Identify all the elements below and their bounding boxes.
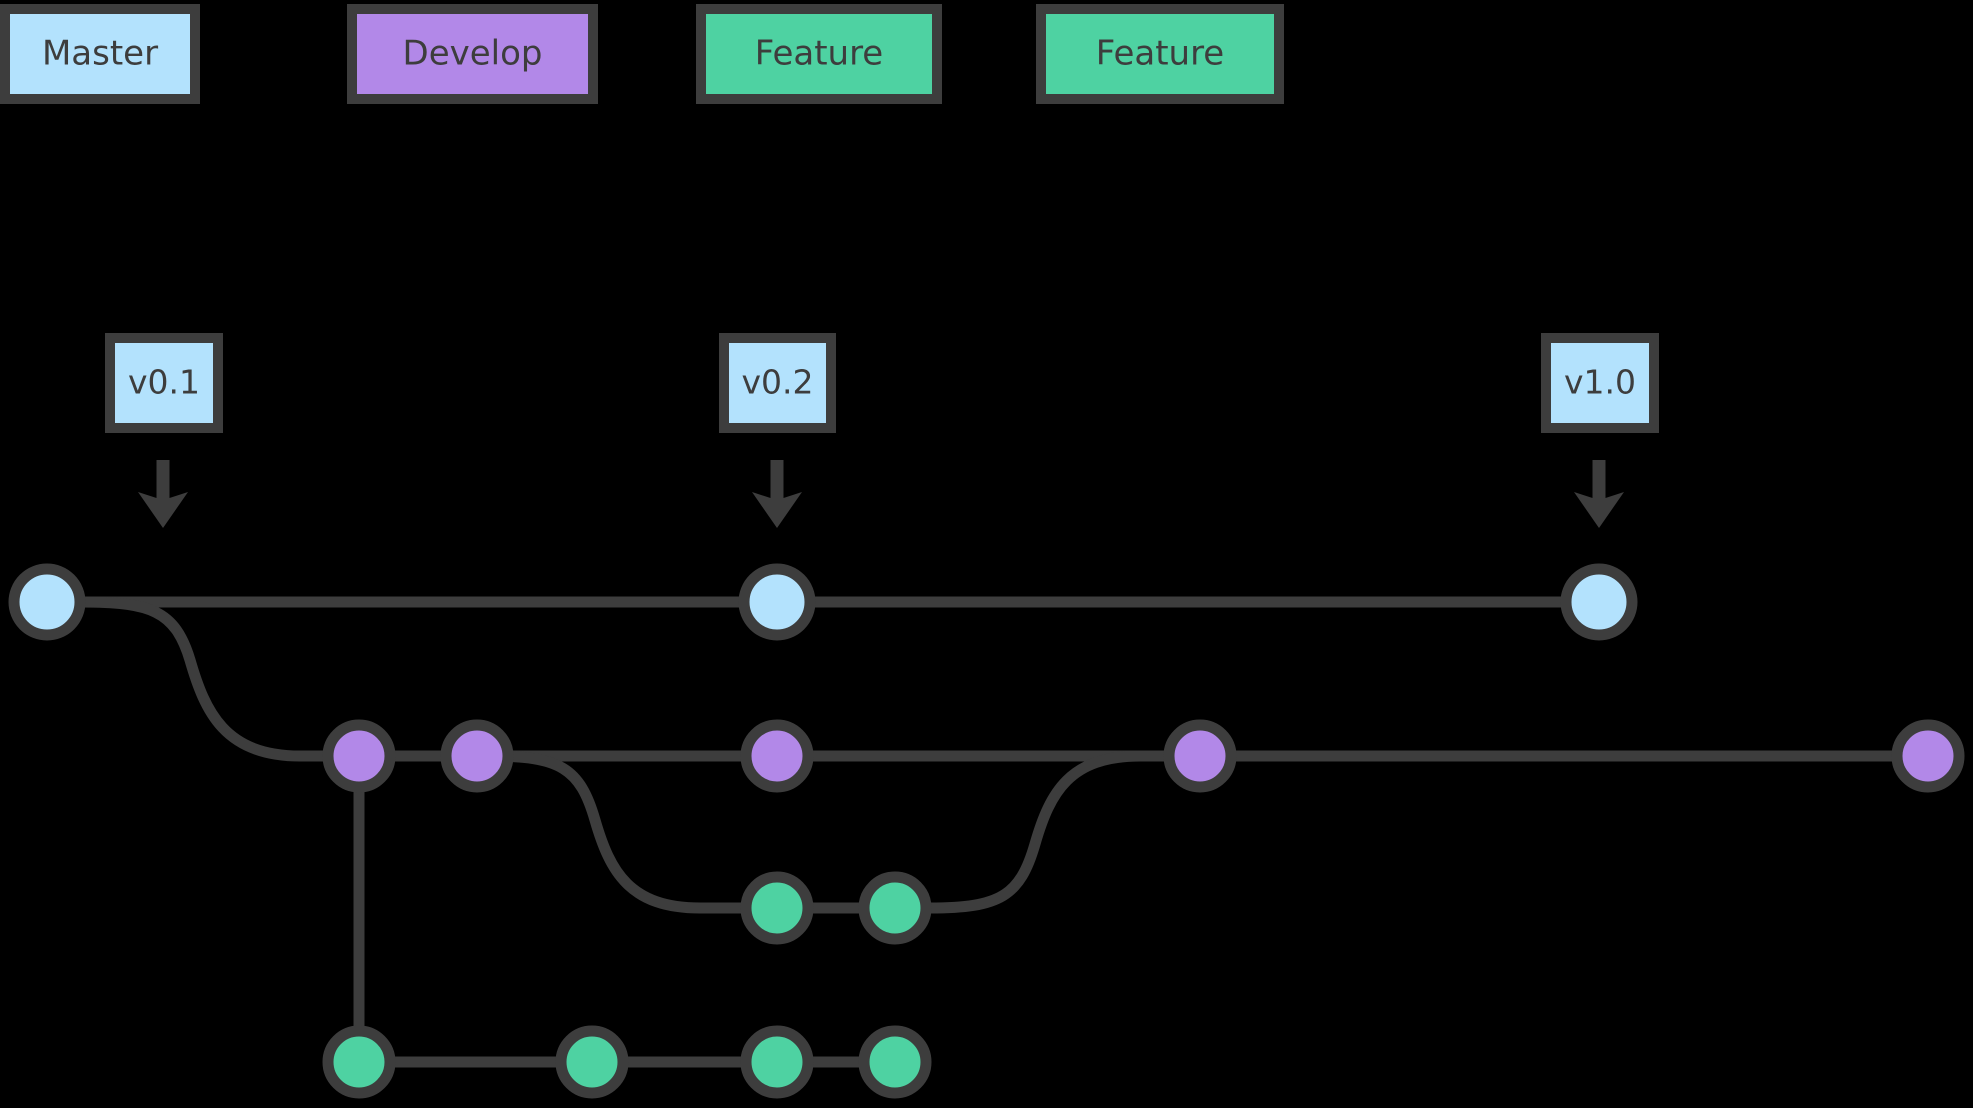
legend-item-feature-2[interactable]: Feature bbox=[696, 4, 942, 104]
branch-edges-layer bbox=[47, 596, 1928, 1068]
tag-label: v0.1 bbox=[128, 363, 200, 402]
legend-item-feature-3[interactable]: Feature bbox=[1036, 4, 1284, 104]
commit-node-d1[interactable] bbox=[322, 719, 396, 793]
tag-label: v0.2 bbox=[741, 363, 813, 402]
commit-node-d2[interactable] bbox=[440, 719, 514, 793]
commit-node-fu2[interactable] bbox=[858, 871, 932, 945]
commit-nodes-layer bbox=[8, 563, 1965, 1099]
tag-box bbox=[719, 333, 836, 433]
commit-node-fl2[interactable] bbox=[555, 1025, 629, 1099]
commit-node-fu1[interactable] bbox=[740, 871, 814, 945]
branch-edge-master-to-develop bbox=[79, 596, 301, 762]
legend-item-develop-1[interactable]: Develop bbox=[347, 4, 598, 104]
version-tags-layer: v0.1 v0.2 v1.0 bbox=[105, 333, 1659, 528]
branch-legend-layer: Master Develop Feature Feature bbox=[0, 4, 1284, 104]
commit-node-d3[interactable] bbox=[740, 719, 814, 793]
legend-label: Feature bbox=[1096, 34, 1224, 74]
commit-node-m2[interactable] bbox=[738, 563, 816, 641]
legend-label: Develop bbox=[403, 34, 543, 74]
legend-label: Feature bbox=[755, 34, 883, 74]
tag-arrow-down-icon bbox=[1574, 460, 1624, 528]
legend-item-master-0[interactable]: Master bbox=[0, 4, 200, 104]
tag-box bbox=[1541, 333, 1659, 433]
tag-arrow-down-icon bbox=[138, 460, 188, 528]
legend-swatch-master bbox=[0, 4, 200, 104]
legend-swatch-feature bbox=[696, 4, 942, 104]
legend-swatch-feature bbox=[1036, 4, 1284, 104]
commit-node-m3[interactable] bbox=[1560, 563, 1638, 641]
branch-edge-develop-to-feature-up bbox=[489, 750, 701, 914]
legend-swatch-develop bbox=[347, 4, 598, 104]
commit-node-fl1[interactable] bbox=[322, 1025, 396, 1099]
version-tag-v1.0[interactable]: v1.0 bbox=[1541, 333, 1659, 528]
branch-edge-feature-up-to-develop bbox=[929, 750, 1141, 914]
tag-arrow-down-icon bbox=[752, 460, 802, 528]
tag-label: v1.0 bbox=[1564, 363, 1636, 402]
commit-node-m1[interactable] bbox=[8, 563, 86, 641]
legend-label: Master bbox=[42, 34, 158, 74]
commit-node-d5[interactable] bbox=[1891, 719, 1965, 793]
commit-node-d4[interactable] bbox=[1163, 719, 1237, 793]
version-tag-v0.1[interactable]: v0.1 bbox=[105, 333, 223, 528]
version-tag-v0.2[interactable]: v0.2 bbox=[719, 333, 836, 528]
commit-node-fl3[interactable] bbox=[740, 1025, 814, 1099]
commit-node-fl4[interactable] bbox=[858, 1025, 932, 1099]
tag-box bbox=[105, 333, 223, 433]
